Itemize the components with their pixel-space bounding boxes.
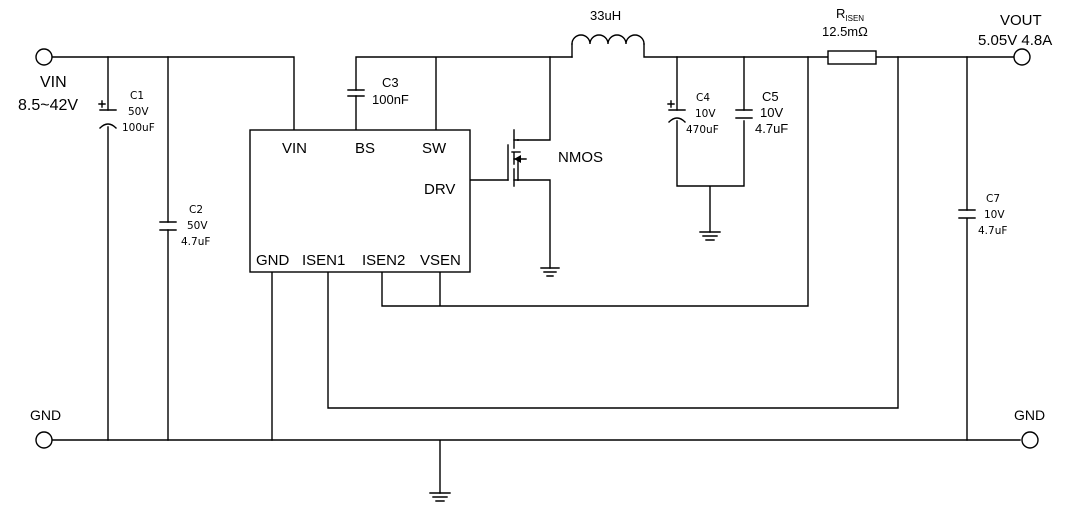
c5-name: C5 [762,89,779,104]
c7-capacitor [958,209,976,219]
ground-symbol-mosfet [540,267,560,277]
c1-value: 100uF [122,122,155,134]
c1-voltage: 50V [128,106,149,118]
nmos-mosfet [507,129,527,187]
rsen-name-main: R [836,6,845,21]
c7-voltage: 10V [984,209,1005,221]
c2-capacitor [159,221,177,231]
vin-terminal [35,48,53,66]
ground-symbol-c4 [699,231,721,241]
vout-label: VOUT [1000,12,1042,29]
vin-range-label: 8.5~42V [18,97,78,114]
nmos-label: NMOS [558,149,603,166]
c5-voltage: 10V [760,105,783,120]
pin-gnd: GND [256,252,290,269]
rsen-value: 12.5mΩ [822,24,868,39]
pin-isen2: ISEN2 [362,252,405,269]
inductor [571,34,645,45]
c3-value: 100nF [372,92,409,107]
c3-capacitor [347,89,365,97]
c4-capacitor [667,100,686,123]
c7-name: C7 [986,193,1000,205]
c2-voltage: 50V [187,220,208,232]
c2-value: 4.7uF [181,236,210,248]
vin-label: VIN [40,74,67,91]
wires [51,43,1021,494]
c4-value: 470uF [686,124,719,136]
pin-isen1: ISEN1 [302,252,345,269]
c5-value: 4.7uF [755,121,788,136]
input-gnd-label: GND [30,407,61,423]
sense-resistor [827,50,877,65]
controller-ic [249,129,471,273]
pin-sw: SW [422,140,447,157]
c4-name: C4 [696,92,710,104]
pin-bs: BS [355,140,375,157]
pin-drv: DRV [424,181,455,198]
c5-capacitor [735,109,753,119]
c1-name: C1 [130,90,144,102]
pin-vsen: VSEN [420,252,461,269]
inductor-value: 33uH [590,8,621,23]
c7-value: 4.7uF [978,225,1007,237]
rsen-name-sub: ISEN [845,14,864,23]
pin-vin: VIN [282,140,307,157]
c3-name: C3 [382,75,399,90]
rsen-name: RISEN [836,6,864,23]
vout-terminal [1013,48,1031,66]
vout-spec-label: 5.05V 4.8A [978,32,1052,49]
c2-name: C2 [189,204,203,216]
output-gnd-label: GND [1014,407,1045,423]
output-gnd-terminal [1021,431,1039,449]
c4-voltage: 10V [695,108,716,120]
ground-symbol-main [429,492,451,502]
input-gnd-terminal [35,431,53,449]
c1-capacitor [98,100,117,129]
